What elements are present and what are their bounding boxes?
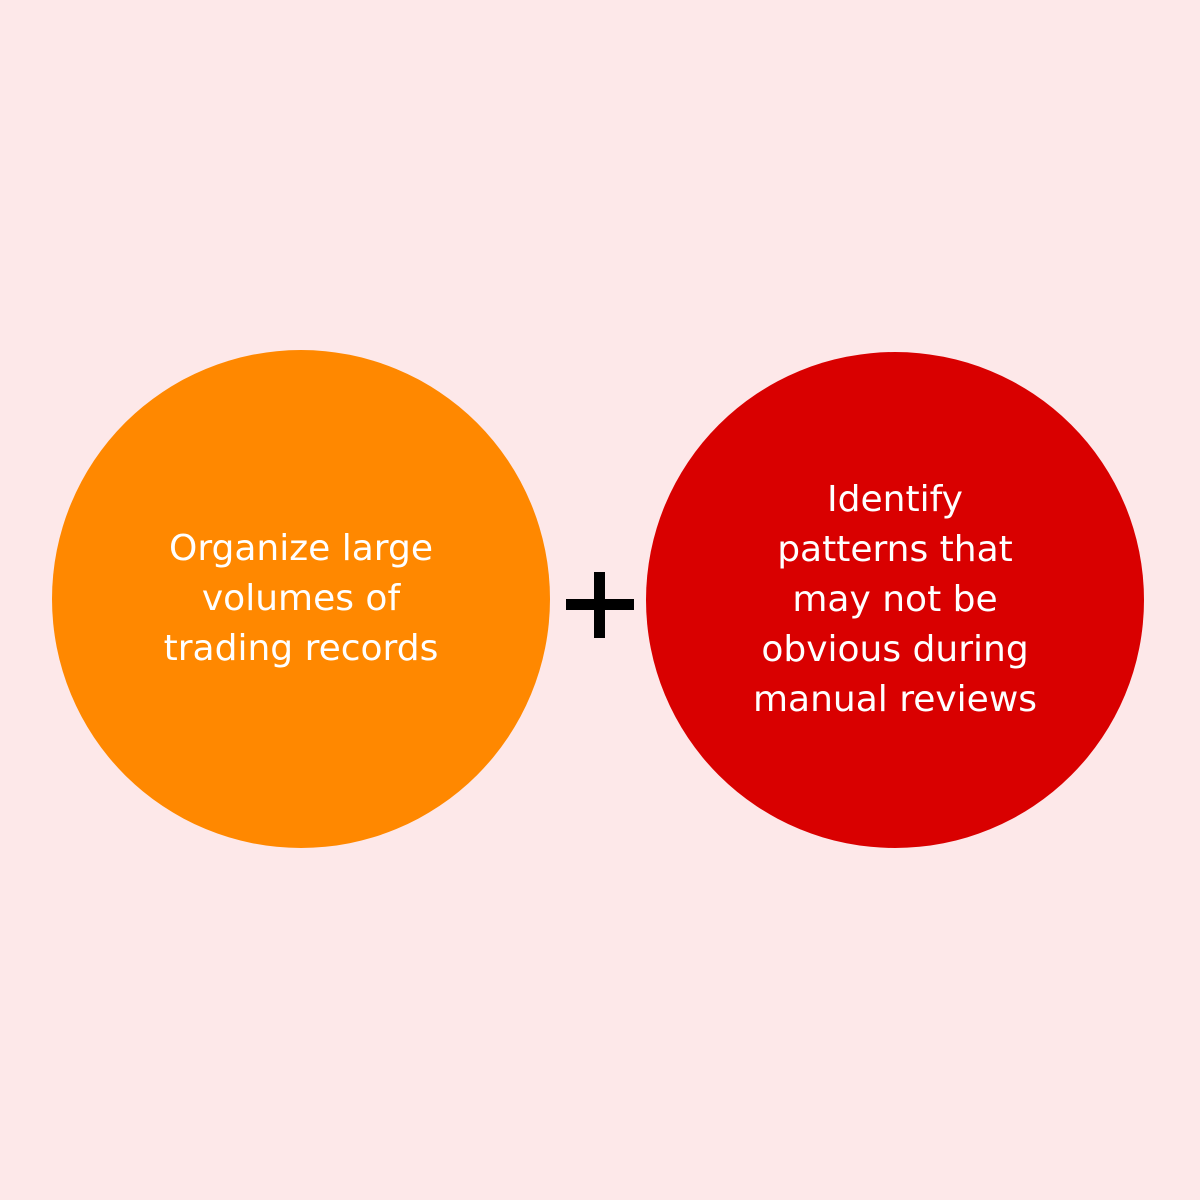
left-circle-line: Organize large [169, 528, 433, 569]
right-circle-line: patterns that [777, 529, 1013, 570]
plus-icon-vertical-bar [594, 572, 605, 638]
right-circle-text: Identify patterns that may not be obviou… [725, 475, 1065, 725]
left-circle-text: Organize large volumes of trading record… [131, 524, 471, 674]
right-circle-line: may not be [792, 579, 998, 620]
plus-icon [564, 570, 636, 642]
right-circle-line: Identify [827, 479, 963, 520]
left-circle-line: volumes of [201, 578, 401, 619]
left-circle: Organize large volumes of trading record… [52, 350, 550, 848]
right-circle-line: manual reviews [752, 679, 1038, 720]
right-circle-line: obvious during [761, 629, 1029, 670]
right-circle: Identify patterns that may not be obviou… [646, 352, 1144, 848]
left-circle-line: trading records [163, 628, 439, 669]
